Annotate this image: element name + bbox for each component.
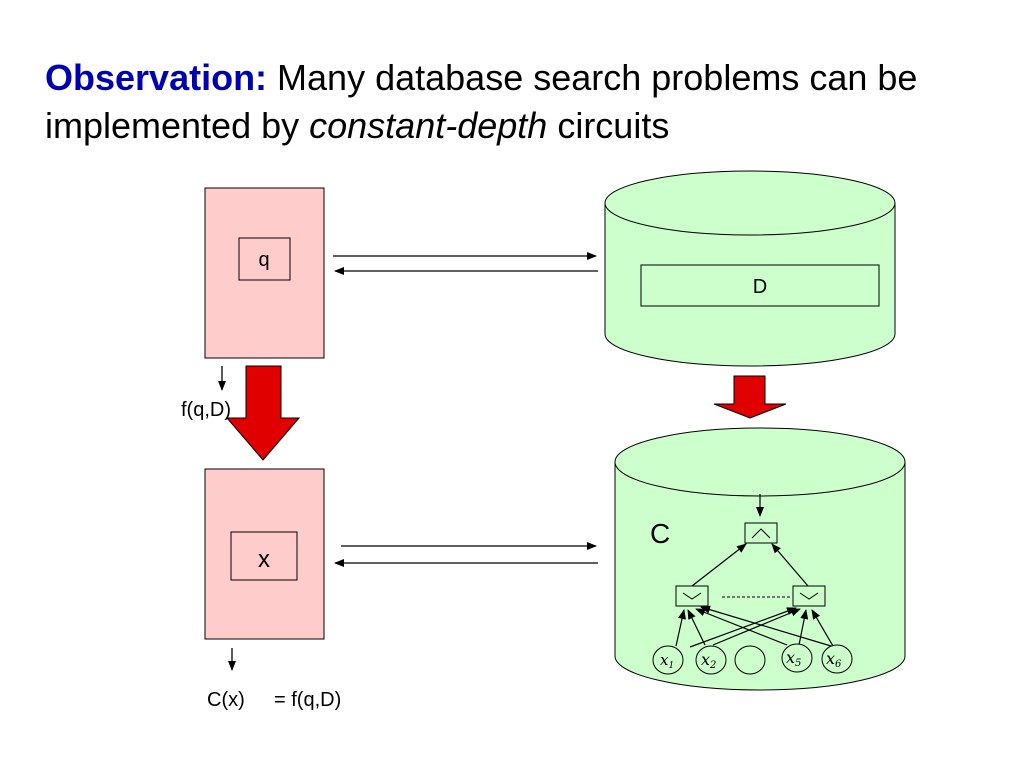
- database-cylinder-bottom: [614, 427, 906, 691]
- svg-text:x6: x6: [826, 649, 842, 670]
- svg-text:x1: x1: [660, 651, 674, 671]
- result-rhs: = f(q,D): [274, 689, 341, 711]
- query-label: q: [258, 249, 269, 271]
- input-x6-sub: 6: [835, 659, 842, 670]
- input-node-x1: x1: [652, 645, 684, 675]
- f-label: f(q,D): [181, 399, 231, 421]
- title-keyword: Observation:: [45, 57, 268, 98]
- x-box: [230, 531, 298, 581]
- slide-title: Observation: Many database search proble…: [45, 54, 1005, 150]
- title-text-2: circuits: [547, 105, 670, 146]
- big-arrow-left: [225, 365, 301, 461]
- input-node-empty: [734, 645, 766, 675]
- input-x5-sub: 5: [795, 658, 801, 669]
- svg-text:x2: x2: [701, 650, 716, 671]
- result-lhs: C(x): [207, 689, 245, 711]
- x-label: x: [258, 546, 270, 573]
- db-label: D: [753, 276, 767, 298]
- title-text-italic: constant-depth: [309, 105, 548, 146]
- or-gate-right: [792, 585, 826, 607]
- and-gate: [744, 522, 778, 544]
- input-x1-sub: 1: [668, 661, 674, 671]
- query-box: [238, 237, 291, 281]
- input-x5-base: x: [786, 648, 795, 667]
- circuit-wires: [675, 494, 834, 648]
- input-x1-base: x: [660, 651, 669, 669]
- input-x2-base: x: [701, 650, 710, 669]
- svg-text:x5: x5: [786, 648, 801, 669]
- input-node-x2: x2: [695, 645, 727, 675]
- title-text-1: Many database search problems can be imp…: [45, 57, 918, 146]
- or-gate-left: [675, 585, 709, 607]
- input-node-x6: x6: [821, 644, 853, 674]
- input-node-x5: x5: [781, 643, 813, 673]
- input-x6-base: x: [826, 649, 835, 668]
- circuit-label: C: [650, 518, 670, 549]
- db-box: [640, 264, 880, 307]
- big-arrow-right: [713, 375, 787, 419]
- input-x2-sub: 2: [709, 660, 716, 671]
